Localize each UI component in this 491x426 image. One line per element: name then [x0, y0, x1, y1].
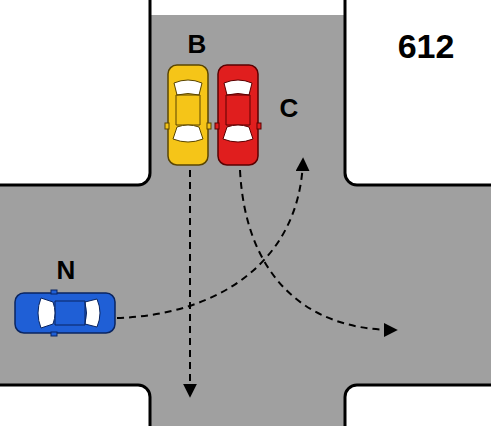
car	[165, 65, 211, 165]
vehicle-letter: C	[280, 95, 299, 121]
figure-number: 612	[398, 29, 455, 63]
car	[215, 65, 261, 165]
path-arrow	[240, 170, 395, 330]
curb-corner	[345, 385, 491, 426]
vehicle-letter: B	[188, 31, 207, 57]
car	[15, 290, 115, 336]
curb-corner	[0, 0, 150, 185]
path-arrow	[117, 160, 303, 318]
vehicle-letter: N	[57, 257, 76, 283]
curb-corner	[345, 0, 491, 185]
curb-corner	[0, 385, 150, 426]
path-arrow	[189, 170, 191, 395]
